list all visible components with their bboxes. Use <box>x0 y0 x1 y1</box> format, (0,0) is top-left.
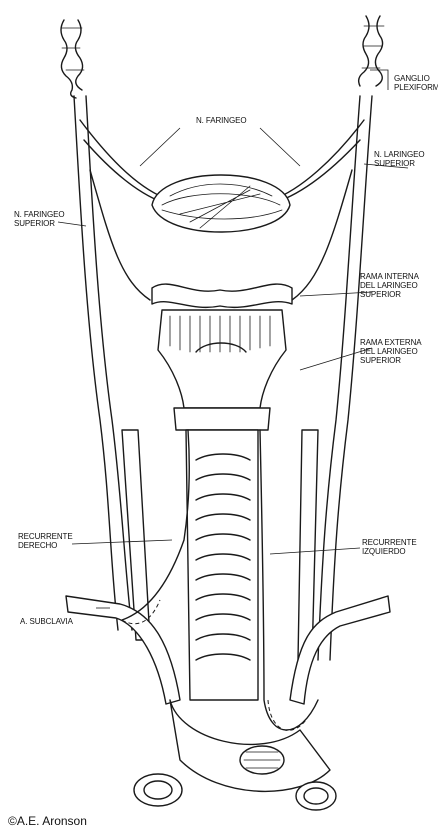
leader-n-faringeo <box>140 128 300 166</box>
label-n-laringeo-superior: N. LARINGEO SUPERIOR <box>374 150 424 168</box>
label-recurrente-izquierdo: RECURRENTE IZQUIERDO <box>362 538 417 556</box>
label-a-subclavia: A. SUBCLAVIA <box>20 617 73 626</box>
label-rama-externa: RAMA EXTERNA DEL LARINGEO SUPERIOR <box>360 338 421 365</box>
pharyngeal-plexus <box>152 175 290 232</box>
label-n-faringeo-superior: N. FARINGEO SUPERIOR <box>14 210 64 228</box>
label-rama-interna: RAMA INTERNA DEL LARINGEO SUPERIOR <box>360 272 419 299</box>
label-n-faringeo: N. FARINGEO <box>196 116 246 125</box>
hyoid-bone <box>152 284 292 307</box>
right-ganglion <box>359 16 384 86</box>
label-ganglio-plexiforme: Ganglio plexiforme <box>394 74 438 92</box>
trachea <box>186 430 258 700</box>
thyroid-cartilage <box>158 310 286 430</box>
right-pharyngeal-nerve <box>272 120 364 200</box>
copyright-credit: ©A.E. Aronson <box>8 814 87 828</box>
leader-ganglio <box>370 70 388 90</box>
left-ganglion <box>61 20 84 98</box>
left-pharyngeal-nerve <box>80 120 170 200</box>
right-vagus-nerve <box>318 96 360 660</box>
right-subclavian-artery <box>66 596 180 704</box>
leader-recurrente-der <box>72 540 172 544</box>
label-recurrente-derecho: RECURRENTE DERECHO <box>18 532 73 550</box>
aortic-arch <box>134 700 336 810</box>
left-vagus-nerve <box>74 96 118 630</box>
